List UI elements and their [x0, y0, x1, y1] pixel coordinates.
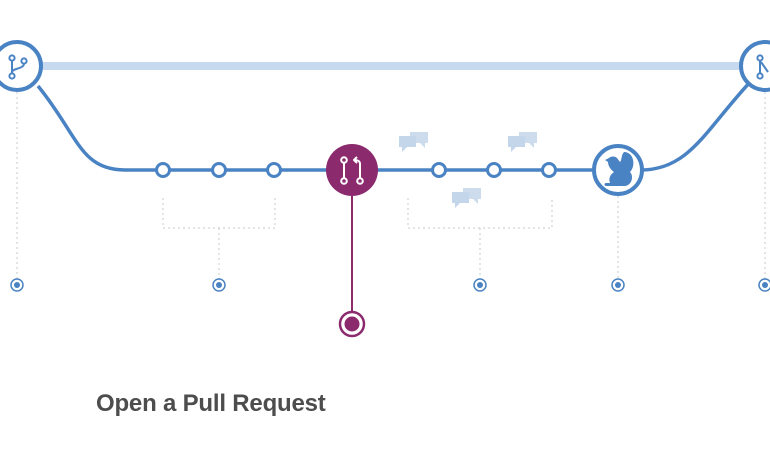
pull-request-icon	[340, 156, 364, 185]
step-title: Open a Pull Request	[96, 390, 326, 417]
timeline-marker	[10, 278, 24, 292]
comment-bubble-pair	[399, 132, 428, 152]
comment-bubble-pair	[508, 132, 537, 152]
feature-branch-line	[36, 78, 754, 172]
commit-node	[155, 162, 171, 178]
timeline-marker	[758, 278, 770, 292]
branch-node	[0, 40, 43, 92]
discussion-bracket	[407, 198, 553, 229]
speech-bubbles-icon	[399, 132, 537, 208]
timeline-markers	[10, 278, 770, 292]
commit-node	[211, 162, 227, 178]
squirrel-icon	[604, 152, 634, 186]
commit-node	[486, 162, 502, 178]
comment-bubble-pair	[452, 188, 481, 208]
vertical-guides	[16, 92, 766, 280]
timeline-marker	[473, 278, 487, 292]
pull-request-node	[326, 144, 378, 196]
merge-node	[739, 40, 770, 92]
commit-node	[266, 162, 282, 178]
commit-node	[431, 162, 447, 178]
merge-icon	[756, 54, 769, 80]
timeline-marker	[212, 278, 226, 292]
pull-request-marker	[338, 310, 366, 338]
commit-nodes	[155, 162, 557, 178]
deploy-node	[592, 144, 644, 196]
commits-bracket	[162, 198, 276, 229]
commit-node	[541, 162, 557, 178]
timeline-marker	[611, 278, 625, 292]
branch-icon	[8, 54, 28, 80]
